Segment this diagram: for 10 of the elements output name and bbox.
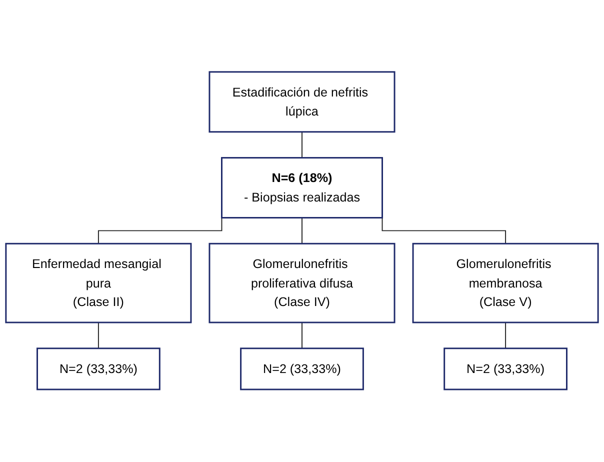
node-box: N=6 (18%) - Biopsias realizadas [221,157,383,219]
node-box: Glomerulonefritis proliferativa difusa (Clase IV) [208,243,396,324]
node-box: Enfermedad mesangial pura (Clase II) [5,243,192,324]
connector [98,322,99,350]
node-box: Glomerulonefritis membranosa (Clase V) [412,243,599,324]
node-box: Estadificación de nefritis lúpica [208,72,396,133]
node-box: N=2 (33,33%) [444,348,568,390]
node-box: N=2 (33,33%) [240,348,364,390]
connector [505,322,506,350]
node-box: N=2 (33,33%) [36,348,160,390]
